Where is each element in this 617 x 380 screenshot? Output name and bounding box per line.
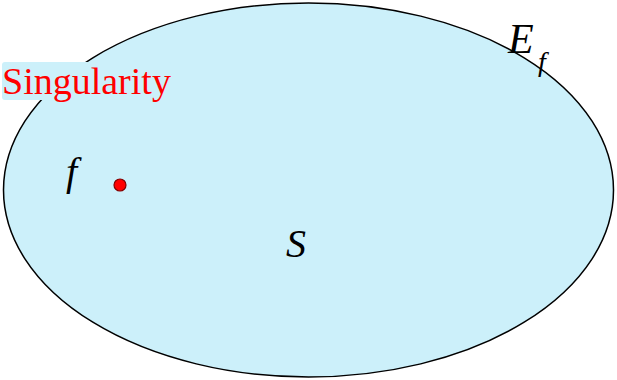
region-label: E	[508, 18, 534, 60]
region-ellipse	[4, 3, 614, 377]
region-subscript: f	[538, 48, 546, 76]
singularity-dot	[114, 179, 126, 191]
surface-label: S	[286, 224, 306, 264]
singularity-label: Singularity	[2, 62, 171, 100]
point-label: f	[66, 152, 77, 192]
